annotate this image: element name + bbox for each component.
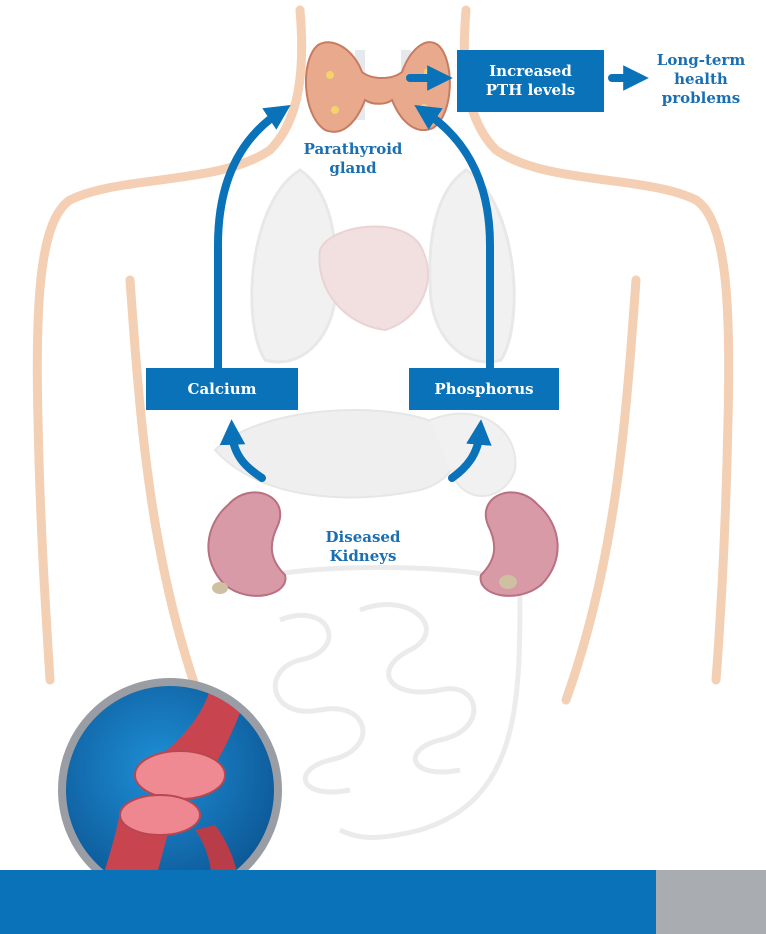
phosphorus-box: Phosphorus (409, 368, 559, 410)
long-term-line-1: Long-term (644, 51, 758, 70)
parathyroid-gland-label: Parathyroid gland (290, 140, 416, 178)
kidneys-label-line-2: Kidneys (303, 547, 423, 566)
left-kidney-image (208, 492, 285, 596)
parathyroid-label-line-1: Parathyroid (290, 140, 416, 159)
intestines (240, 568, 520, 838)
footer-bar (0, 870, 656, 934)
long-term-problems-label: Long-term health problems (644, 51, 758, 108)
footer-gray-block (656, 870, 766, 934)
calcium-box: Calcium (146, 368, 298, 410)
increased-pth-line-2: PTH levels (486, 81, 575, 100)
bone-joint-image (62, 682, 278, 900)
diseased-kidneys-label: Diseased Kidneys (303, 528, 423, 566)
long-term-line-3: problems (644, 89, 758, 108)
liver (215, 410, 457, 497)
parathyroid-label-line-2: gland (290, 159, 416, 178)
increased-pth-box: Increased PTH levels (457, 50, 604, 112)
long-term-line-2: health (644, 70, 758, 89)
heart (319, 226, 427, 330)
body-outline (37, 10, 729, 700)
kidneys-label-line-1: Diseased (303, 528, 423, 547)
right-kidney-image (481, 492, 558, 596)
increased-pth-line-1: Increased (486, 62, 575, 81)
